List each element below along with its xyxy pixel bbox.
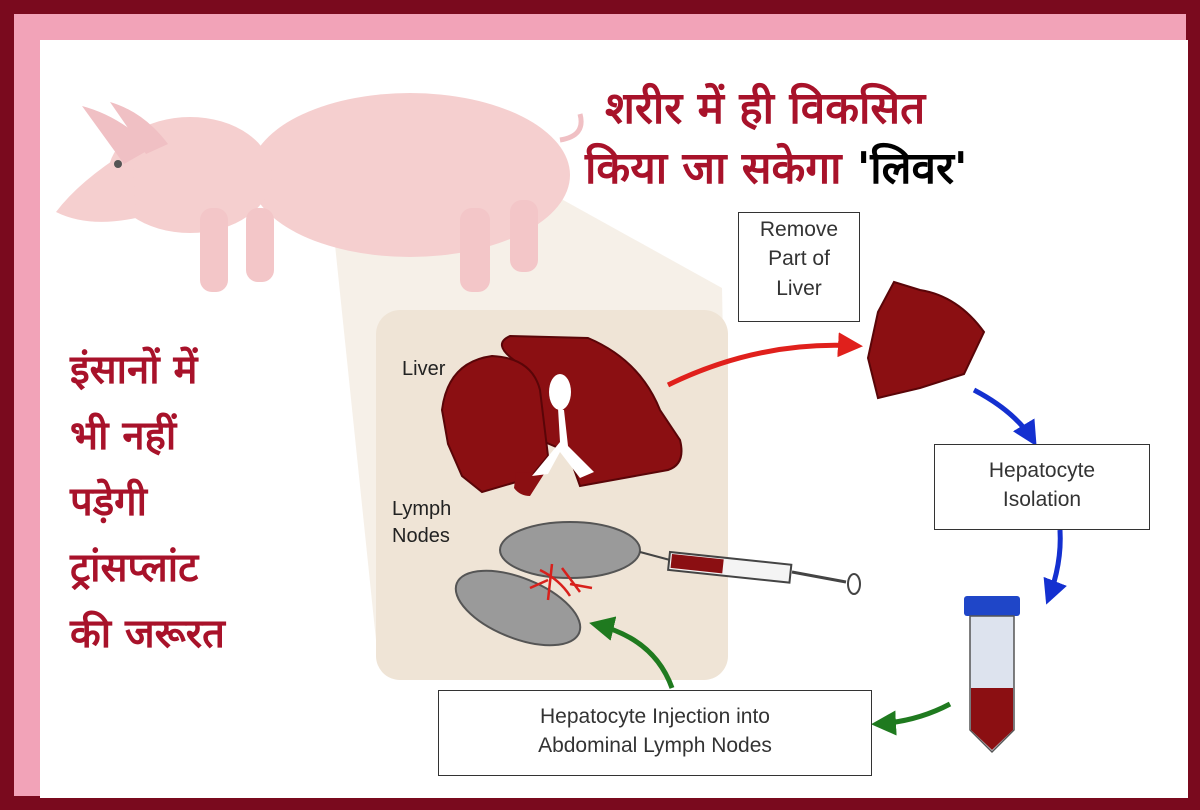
headline-prefix: किया जा सकेगा xyxy=(585,143,857,194)
isolation-box-line: Isolation xyxy=(1002,488,1082,512)
headline-quoted-word: 'लिवर' xyxy=(856,143,968,194)
injection-box-line: Hepatocyte Injection into xyxy=(540,705,770,728)
side-text-line-4: ट्रांसप्लांट xyxy=(70,545,199,591)
hepatocyte-injection-box: Hepatocyte Injection into Abdominal Lymp… xyxy=(438,690,872,776)
headline-line-1: शरीर में ही विकसित xyxy=(605,83,926,134)
diagram-art xyxy=(56,93,1067,754)
remove-box-line: Remove xyxy=(759,218,839,241)
syringe-illustration xyxy=(639,550,861,595)
remove-liver-box: Remove Part of Liver xyxy=(738,212,860,322)
injection-box-line: Abdominal Lymph Nodes xyxy=(538,734,772,758)
side-text-line-3: पड़ेगी xyxy=(70,479,147,525)
pig-illustration xyxy=(56,93,584,292)
remove-box-line: Part of xyxy=(768,247,830,271)
hepatocyte-isolation-box: Hepatocyte Isolation xyxy=(934,444,1150,530)
side-text-line-1: इंसानों में xyxy=(70,347,198,393)
test-tube xyxy=(964,596,1020,754)
remove-box-line: Liver xyxy=(776,276,822,300)
lymph-nodes-illustration xyxy=(454,521,641,647)
arrow-tube-to-injection xyxy=(871,701,952,736)
liver-illustration xyxy=(440,334,683,496)
lymph-label-line: Lymph xyxy=(392,498,452,520)
isolation-box-line: Hepatocyte xyxy=(988,459,1096,482)
lymph-label-line: Nodes xyxy=(392,525,450,547)
arrow-piece-to-isolation xyxy=(972,387,1037,447)
side-text-line-2: भी नहीं xyxy=(70,413,177,459)
liver-piece xyxy=(866,280,986,400)
arrow-liver-to-piece xyxy=(666,332,863,388)
arrow-injection-to-nodes xyxy=(589,616,675,689)
pink-mat: शरीर में ही विकसित किया जा सकेगा 'लिवर' … xyxy=(14,14,1188,798)
arrow-isolation-to-tube xyxy=(1043,529,1067,605)
lymph-nodes-label: Lymph Nodes xyxy=(392,496,451,550)
image-canvas: शरीर में ही विकसित किया जा सकेगा 'लिवर' … xyxy=(40,40,1188,798)
headline-line-2: किया जा सकेगा 'लिवर' xyxy=(585,136,967,196)
liver-label: Liver xyxy=(402,358,446,380)
side-text-line-5: की जरूरत xyxy=(70,611,225,657)
